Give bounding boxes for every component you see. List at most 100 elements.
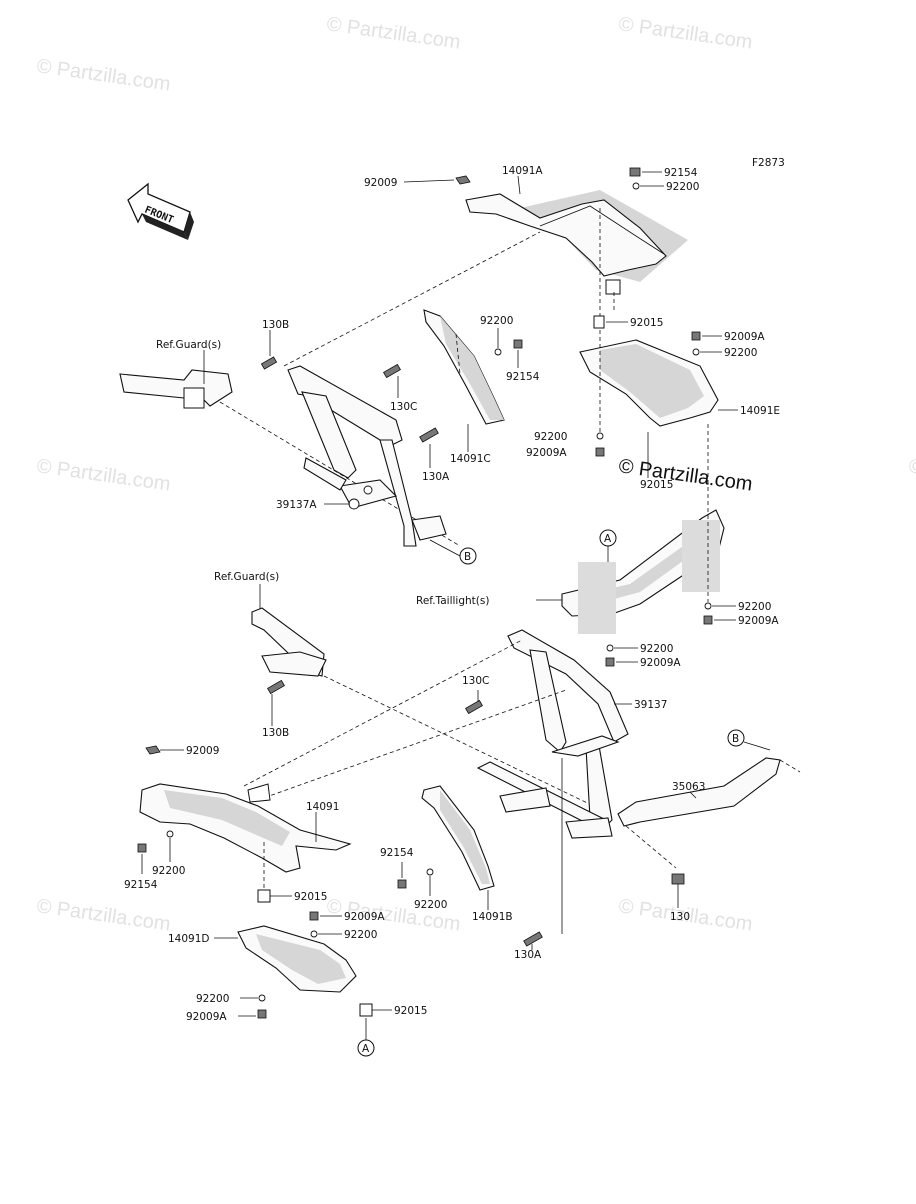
watermark-dark: © Partzilla.com <box>617 455 754 496</box>
label-ref-taillight: Ref.Taillight(s) <box>416 595 489 607</box>
washer-92200-c <box>426 868 434 876</box>
label-92200-r2: 92200 <box>534 431 567 443</box>
label-92200-mid: 92200 <box>480 315 513 327</box>
label-14091E: 14091E <box>740 405 780 417</box>
label-92009-low: 92009 <box>186 745 219 757</box>
label-92015-top: 92015 <box>630 317 663 329</box>
label-92200-r3: 92200 <box>738 601 771 613</box>
label-130B-low: 130B <box>262 727 289 739</box>
ref-guard-mid <box>251 607 327 677</box>
cover-14091E <box>579 339 719 427</box>
clip-92009-low <box>145 745 161 755</box>
label-130A-low: 130A <box>514 949 542 961</box>
label-92200-top: 92200 <box>666 181 699 193</box>
bolt-92009A-r1 <box>691 331 701 341</box>
callout-B-low-letter: B <box>732 733 739 745</box>
label-39137A: 39137A <box>276 499 317 511</box>
label-92009A-r3: 92009A <box>738 615 779 627</box>
bolt-130 <box>671 873 685 885</box>
label-92015-low: 92015 <box>294 891 327 903</box>
label-92200-low2: 92200 <box>344 929 377 941</box>
washer-92200-low3 <box>258 994 266 1002</box>
washer-92200-r1 <box>692 348 700 356</box>
watermark: © Partzilla.com <box>35 455 172 496</box>
taillight-ref <box>561 509 725 634</box>
bolt-130C-top <box>383 363 401 379</box>
label-92200-low3: 92200 <box>196 993 229 1005</box>
label-35063: 35063 <box>672 781 705 793</box>
watermark: © Partzilla.com <box>35 895 172 936</box>
label-92200-low: 92200 <box>152 865 185 877</box>
label-92154-mid: 92154 <box>506 371 540 383</box>
bolt-92009A-r2 <box>595 447 605 457</box>
label-130C-top: 130C <box>390 401 417 413</box>
label-39137: 39137 <box>634 699 667 711</box>
label-ref-guard-mid: Ref.Guard(s) <box>214 571 279 583</box>
fender-14091C <box>423 309 505 425</box>
label-130C-low: 130C <box>462 675 489 687</box>
bolt-92009A-low2 <box>257 1009 267 1019</box>
guide-line <box>243 639 523 787</box>
grommet-92015-low <box>257 889 271 903</box>
watermark: © Partzilla.com <box>907 455 916 496</box>
fender-14091B <box>421 785 495 891</box>
bolt-130A-top <box>419 427 439 443</box>
bolt-92009A-low <box>309 911 319 921</box>
washer-92200-r2 <box>596 432 604 440</box>
label-14091C: 14091C <box>450 453 491 465</box>
grommet-92015-top <box>593 315 605 329</box>
ref-guard-top <box>119 369 233 409</box>
washer-92200-mid <box>494 348 502 356</box>
washer-92200-low <box>166 830 174 838</box>
collar <box>348 498 360 510</box>
frame-39137 <box>476 629 629 839</box>
label-14091D: 14091D <box>168 933 210 945</box>
label-92009-top: 92009 <box>364 177 397 189</box>
strap-35063 <box>617 757 801 869</box>
label-92009A-r4: 92009A <box>640 657 681 669</box>
clip-92009 <box>455 175 471 185</box>
bolt-130B-low <box>267 679 285 695</box>
figure-code: F2873 <box>752 157 785 169</box>
fender-14091 <box>139 783 352 873</box>
cover-14091D <box>237 925 357 993</box>
bolt-130C-low <box>465 699 483 715</box>
callout-B-letter: B <box>464 551 471 563</box>
guide-line <box>323 675 607 813</box>
watermark: © Partzilla.com <box>617 13 754 54</box>
bolt-92154-top <box>629 167 641 177</box>
washer-92200-low2 <box>310 930 318 938</box>
label-92154-top: 92154 <box>664 167 698 179</box>
label-92015-r: 92015 <box>640 479 673 491</box>
label-130: 130 <box>670 911 690 923</box>
bracket-39137A <box>287 365 447 547</box>
callout-B-low <box>727 729 745 747</box>
label-92200-r4: 92200 <box>640 643 673 655</box>
label-92200-r1: 92200 <box>724 347 757 359</box>
callout-A-letter: A <box>604 533 612 545</box>
label-ref-guard-top: Ref.Guard(s) <box>156 339 221 351</box>
label-92154-c: 92154 <box>380 847 414 859</box>
bolt-130B-top <box>260 356 278 370</box>
bolt-92154-mid <box>513 339 523 349</box>
washer-92200-r4 <box>606 644 614 652</box>
label-130B-top: 130B <box>262 319 289 331</box>
watermark: © Partzilla.com <box>35 55 172 96</box>
label-92154-low: 92154 <box>124 879 158 891</box>
callout-A-low <box>357 1039 375 1057</box>
label-92200-c: 92200 <box>414 899 447 911</box>
bolt-130A-low <box>523 931 543 947</box>
bolt-92009A-r4 <box>605 657 615 667</box>
label-14091: 14091 <box>306 801 339 813</box>
guide-line <box>257 689 567 801</box>
watermark: © Partzilla.com <box>325 13 462 54</box>
label-92009A-low2: 92009A <box>186 1011 227 1023</box>
label-92009A-r1: 92009A <box>724 331 765 343</box>
label-92009A-r2: 92009A <box>526 447 567 459</box>
grommet-92015-low2 <box>359 1003 373 1017</box>
front-arrow-icon: FRONT <box>127 182 194 240</box>
bolt-92154-low <box>137 843 147 853</box>
callout-A-low-letter: A <box>362 1043 370 1055</box>
